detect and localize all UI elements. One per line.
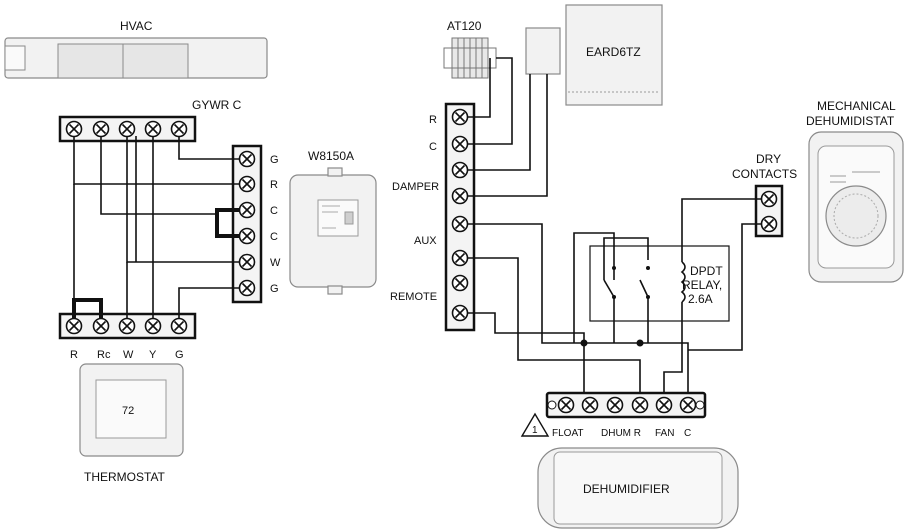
thermostat-terminal-label: Y — [149, 349, 157, 361]
screw-terminal — [144, 120, 162, 138]
eard-terminal-label: REMOTE — [390, 291, 437, 303]
relay-label: RELAY, — [682, 278, 722, 292]
dry-contacts-label: CONTACTS — [732, 167, 797, 181]
screw-terminal — [65, 120, 83, 138]
screw-terminal — [679, 396, 697, 414]
screw-terminal — [631, 396, 649, 414]
screw-terminal — [557, 396, 575, 414]
relay-label: 2.6A — [688, 292, 713, 306]
screw-terminal — [451, 108, 469, 126]
eard-terminal-label: DAMPER — [392, 181, 439, 193]
screw-terminal — [238, 227, 256, 245]
mechanical-dehumidistat — [808, 131, 904, 283]
dehumidifier-terminal-label: FAN — [655, 428, 674, 439]
screw-terminal — [170, 120, 188, 138]
relay-label: DPDT — [690, 264, 723, 278]
screw-terminal — [655, 396, 673, 414]
w8150a-device — [289, 167, 377, 295]
dehumidifier-unit — [537, 447, 739, 529]
dehumidifier-terminal-strip — [545, 391, 707, 419]
thermostat-terminal-label: R — [70, 349, 78, 361]
w8150a-terminal-label: R — [270, 179, 278, 191]
at120-label: AT120 — [447, 19, 482, 33]
jumper-wire — [215, 208, 240, 238]
eard6tz-panel — [525, 4, 663, 106]
eard-terminal-strip — [444, 102, 476, 332]
w8150a-terminal-label: C — [270, 205, 278, 217]
dehumidifier-label: DEHUMIDIFIER — [583, 482, 670, 496]
dehumidifier-terminal-label: C — [684, 428, 691, 439]
screw-terminal — [65, 317, 83, 335]
screw-terminal — [451, 274, 469, 292]
screw-terminal — [238, 253, 256, 271]
w8150a-terminal-label: C — [270, 231, 278, 243]
mechanical-label: MECHANICAL — [817, 99, 896, 113]
hvac-terminals-label: GYWR C — [192, 98, 242, 112]
lower-right-wiring — [467, 198, 762, 395]
w8150a-terminal-label: G — [270, 283, 279, 295]
mechanical-label: DEHUMIDISTAT — [806, 114, 895, 128]
screw-terminal — [238, 279, 256, 297]
w8150a-terminal-label: G — [270, 154, 279, 166]
left-wiring — [73, 136, 240, 319]
hvac-label: HVAC — [120, 19, 153, 33]
dry-contacts-terminal — [754, 184, 784, 238]
screw-terminal — [238, 201, 256, 219]
screw-terminal — [238, 150, 256, 168]
dehumidifier-terminal-label: DHUM R — [601, 428, 641, 439]
screw-terminal — [451, 187, 469, 205]
thermostat-terminal-label: Rc — [97, 349, 111, 361]
hvac-unit — [4, 37, 268, 79]
dehumidifier-terminal-label: FLOAT — [552, 428, 583, 439]
at120-transformer — [443, 37, 497, 79]
eard6tz-label: EARD6TZ — [586, 45, 641, 59]
screw-terminal — [760, 190, 778, 208]
screw-terminal — [92, 120, 110, 138]
screw-terminal — [92, 317, 110, 335]
w8150a-label: W8150A — [308, 149, 354, 163]
screw-terminal — [451, 135, 469, 153]
eard-terminal-label: R — [429, 114, 437, 126]
eard-terminal-label: AUX — [414, 235, 437, 247]
screw-terminal — [760, 215, 778, 233]
screw-terminal — [238, 175, 256, 193]
note-number: 1 — [532, 425, 538, 436]
dpdt-relay — [589, 245, 730, 322]
dry-contacts-label: DRY — [756, 152, 781, 166]
thermostat-display: 72 — [122, 405, 134, 417]
w8150a-terminal-label: W — [270, 257, 281, 269]
screw-terminal — [170, 317, 188, 335]
eard-terminal-label: C — [429, 141, 437, 153]
thermostat-label: THERMOSTAT — [84, 470, 166, 484]
w8150a-terminal-strip — [231, 144, 263, 304]
screw-terminal — [581, 396, 599, 414]
screw-terminal — [118, 317, 136, 335]
screw-terminal — [451, 161, 469, 179]
screw-terminal — [451, 215, 469, 233]
screw-terminal — [451, 304, 469, 322]
thermostat-device — [79, 363, 184, 457]
screw-terminal — [606, 396, 624, 414]
upper-right-wiring — [467, 57, 548, 197]
note-triangle — [520, 412, 550, 437]
screw-terminal — [451, 249, 469, 267]
thermostat-terminal-label: G — [175, 349, 184, 361]
screw-terminal — [118, 120, 136, 138]
screw-terminal — [144, 317, 162, 335]
thermostat-terminal-label: W — [123, 349, 134, 361]
